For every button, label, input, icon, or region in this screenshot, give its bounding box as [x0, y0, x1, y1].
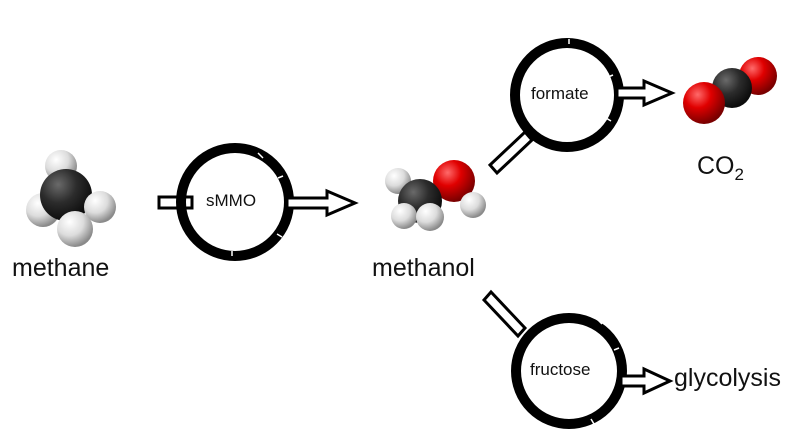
formate-input-bar — [487, 129, 535, 176]
co2-label-subscript: 2 — [734, 165, 744, 184]
fructose-output-arrow — [619, 366, 674, 396]
co2-label: CO2 — [697, 152, 744, 184]
methane-label: methane — [12, 254, 110, 282]
glycolysis-label: glycolysis — [674, 364, 781, 392]
fructose-input-bar — [481, 289, 528, 339]
co2-molecule-icon — [683, 57, 777, 124]
methanol-molecule-icon — [385, 160, 486, 231]
co2-label-main: CO — [697, 152, 735, 180]
fructose-enzyme-label: fructose — [530, 360, 591, 379]
fructose-enzyme — [481, 289, 674, 429]
formate-enzyme — [487, 38, 676, 176]
smmo-output-arrow — [285, 188, 359, 218]
formate-enzyme-label: formate — [531, 84, 589, 103]
smmo-input-bar — [157, 195, 194, 210]
formate-output-arrow — [615, 78, 676, 108]
smmo-enzyme-label: sMMO — [206, 191, 257, 210]
smmo-enzyme — [157, 143, 359, 261]
fructose-ring — [511, 313, 627, 429]
methane-molecule-icon — [26, 150, 116, 247]
methanol-label: methanol — [372, 254, 475, 282]
